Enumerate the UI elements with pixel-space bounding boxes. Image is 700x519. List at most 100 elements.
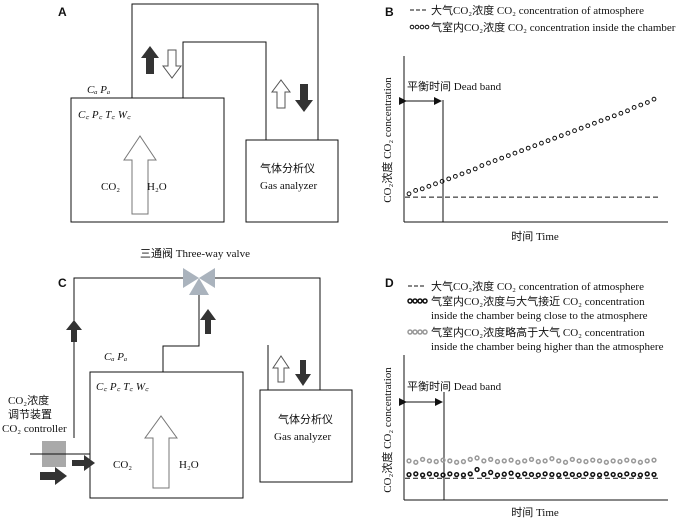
- data-point-1: [492, 158, 498, 163]
- dead-band-text-d: 平衡时间 Dead band: [407, 380, 502, 393]
- tube-outer: [131, 3, 319, 140]
- flow-up-arrow-icon: [141, 46, 159, 74]
- flow-up-arrow-icon: [272, 355, 290, 383]
- data-point-1: [486, 160, 491, 166]
- data-point-1: [583, 471, 589, 477]
- data-point-2: [488, 456, 494, 463]
- data-point-2: [617, 458, 623, 465]
- data-point-1: [413, 188, 419, 193]
- data-point-1: [532, 143, 538, 149]
- controller-label-2: 调节装置: [8, 408, 52, 421]
- data-point-1: [549, 471, 555, 478]
- data-point-1: [542, 471, 548, 477]
- data-point-1: [501, 471, 507, 477]
- data-point-1: [585, 123, 591, 129]
- data-point-1: [446, 176, 452, 182]
- data-point-1: [651, 471, 657, 478]
- analyzer-cn-label: 气体分析仪: [260, 161, 315, 175]
- h2o-label: H₂O: [147, 181, 167, 193]
- legend-high-swatch: [407, 329, 428, 335]
- y-label-d: CO₂浓度 CO₂ concentration: [380, 367, 394, 493]
- data-point-1: [592, 120, 597, 126]
- legend-chamber-text: 气室内CO₂浓度 CO₂ concentration inside the ch…: [431, 20, 676, 34]
- ambient-vars-label: Cₐ Pₐ: [87, 84, 110, 96]
- data-point-1: [618, 110, 624, 116]
- flow-up-arrow-icon: [66, 320, 82, 342]
- legend-atm-text-d: 大气CO₂浓度 CO₂ concentration of atmosphere: [431, 279, 644, 293]
- data-point-2: [644, 458, 650, 464]
- data-point-1: [611, 113, 617, 119]
- data-point-1: [439, 178, 445, 184]
- panel-b-label: B: [385, 5, 394, 19]
- data-point-1: [565, 130, 571, 136]
- data-point-1: [603, 471, 610, 477]
- data-point-2: [596, 458, 603, 464]
- data-point-2: [508, 457, 514, 463]
- data-point-1: [525, 145, 531, 151]
- legend-close-swatch: [407, 298, 428, 304]
- tube-c-right: [215, 277, 321, 390]
- data-point-1: [433, 471, 439, 478]
- flow-down-arrow-icon: [162, 49, 182, 79]
- data-point-2: [590, 457, 596, 463]
- data-point-1: [539, 140, 544, 146]
- panel-c: C 三通阀 Three-way valve Cₐ Pₐ C꜀ P꜀ T꜀ W꜀: [2, 246, 353, 499]
- panel-d-label: D: [385, 276, 394, 290]
- data-point-2: [583, 458, 589, 465]
- tube-c-valve-chamber: [162, 295, 200, 372]
- data-point-1: [605, 115, 611, 121]
- data-point-1: [572, 128, 577, 134]
- data-point-1: [556, 472, 562, 478]
- data-point-2: [467, 456, 473, 463]
- data-point-2: [569, 456, 575, 463]
- big-flux-arrow-icon: [123, 135, 157, 215]
- data-point-1: [419, 472, 426, 478]
- co2-label-c: CO₂: [113, 459, 132, 471]
- tube-c-left: [73, 277, 183, 438]
- panel-a-label: A: [58, 5, 67, 19]
- data-point-1: [552, 135, 558, 141]
- data-point-1: [598, 118, 604, 124]
- data-point-1: [474, 466, 480, 473]
- flow-down-arrow-icon: [295, 84, 313, 112]
- plot-b: [405, 96, 658, 198]
- data-point-1: [644, 100, 650, 105]
- data-point-1: [406, 191, 412, 197]
- data-point-2: [494, 458, 501, 465]
- analyzer-cn-label-c: 气体分析仪: [278, 412, 333, 426]
- data-point-1: [447, 471, 453, 477]
- data-point-1: [467, 471, 473, 477]
- data-point-2: [406, 458, 412, 464]
- panel-b: B 大气CO₂浓度 CO₂ concentration of atmospher…: [380, 3, 676, 243]
- panel-d: D 大气CO₂浓度 CO₂ concentration of atmospher…: [380, 276, 668, 519]
- data-point-2: [453, 459, 460, 465]
- flow-right-arrow-icon: [40, 467, 67, 485]
- plot-d: [405, 455, 658, 479]
- data-point-1: [630, 471, 637, 478]
- controller-label-1: CO₂浓度: [8, 393, 49, 407]
- x-label-d: 时间 Time: [511, 506, 559, 519]
- controller-label-3: CO₂ controller: [2, 423, 67, 435]
- legend-high-text-2: inside the chamber being higher than the…: [431, 341, 664, 353]
- data-point-1: [426, 183, 432, 189]
- data-point-1: [576, 472, 582, 478]
- legend-atm-text: 大气CO₂浓度 CO₂ concentration of atmosphere: [431, 3, 644, 17]
- data-point-2: [413, 459, 419, 465]
- flow-right-arrow-icon: [72, 455, 95, 471]
- data-point-1: [413, 471, 419, 477]
- data-point-1: [479, 163, 485, 168]
- co2-label: CO₂: [101, 181, 120, 193]
- x-label-b: 时间 Time: [511, 230, 559, 243]
- data-point-1: [452, 173, 458, 179]
- data-point-1: [515, 472, 521, 478]
- data-point-1: [494, 472, 501, 478]
- data-point-1: [453, 471, 460, 478]
- legend-close-text-1: 气室内CO₂浓度与大气接近 CO₂ concentration: [431, 294, 645, 308]
- data-point-1: [481, 471, 487, 478]
- data-point-2: [624, 457, 630, 463]
- data-point-1: [625, 108, 630, 114]
- analyzer-en-label-c: Gas analyzer: [274, 431, 331, 443]
- data-point-2: [542, 458, 548, 464]
- chamber-vars-label: C꜀ P꜀ T꜀ W꜀: [78, 109, 131, 121]
- data-point-1: [637, 472, 644, 478]
